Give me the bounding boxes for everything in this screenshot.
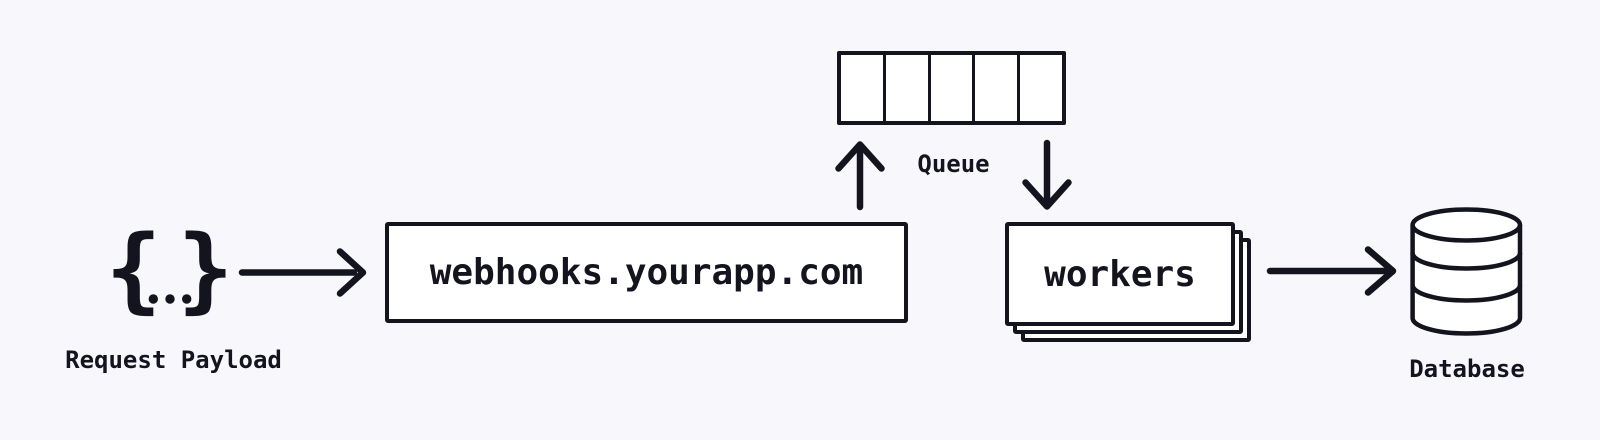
queue-cell <box>927 55 973 121</box>
arrow-workers-to-database-icon <box>1266 246 1397 296</box>
queue-icon <box>837 51 1066 125</box>
queue-label: Queue <box>917 150 990 178</box>
webhook-server-node: webhooks.yourapp.com <box>385 222 908 323</box>
queue-cell <box>972 55 1017 121</box>
database-top-rim <box>1410 224 1523 243</box>
right-brace-glyph: } <box>178 215 234 323</box>
database-divider <box>1410 284 1523 303</box>
json-payload-icon: { } <box>106 215 234 323</box>
queue-cell <box>1017 55 1062 121</box>
payload-dot <box>148 294 158 304</box>
queue-cell <box>841 55 883 121</box>
workers-front-box: workers <box>1005 222 1235 326</box>
workers-stack: workers <box>1005 222 1251 342</box>
database-cylinder-icon <box>1410 207 1523 336</box>
payload-dot <box>182 294 192 304</box>
left-brace-glyph: { <box>106 215 162 323</box>
database-body <box>1410 207 1523 336</box>
payload-dot <box>165 294 175 304</box>
queue-cell <box>882 55 928 121</box>
request-payload-label: Request Payload <box>65 346 282 374</box>
database-divider <box>1410 252 1523 271</box>
database-label: Database <box>1409 355 1525 383</box>
arrow-payload-to-server-icon <box>238 248 367 297</box>
